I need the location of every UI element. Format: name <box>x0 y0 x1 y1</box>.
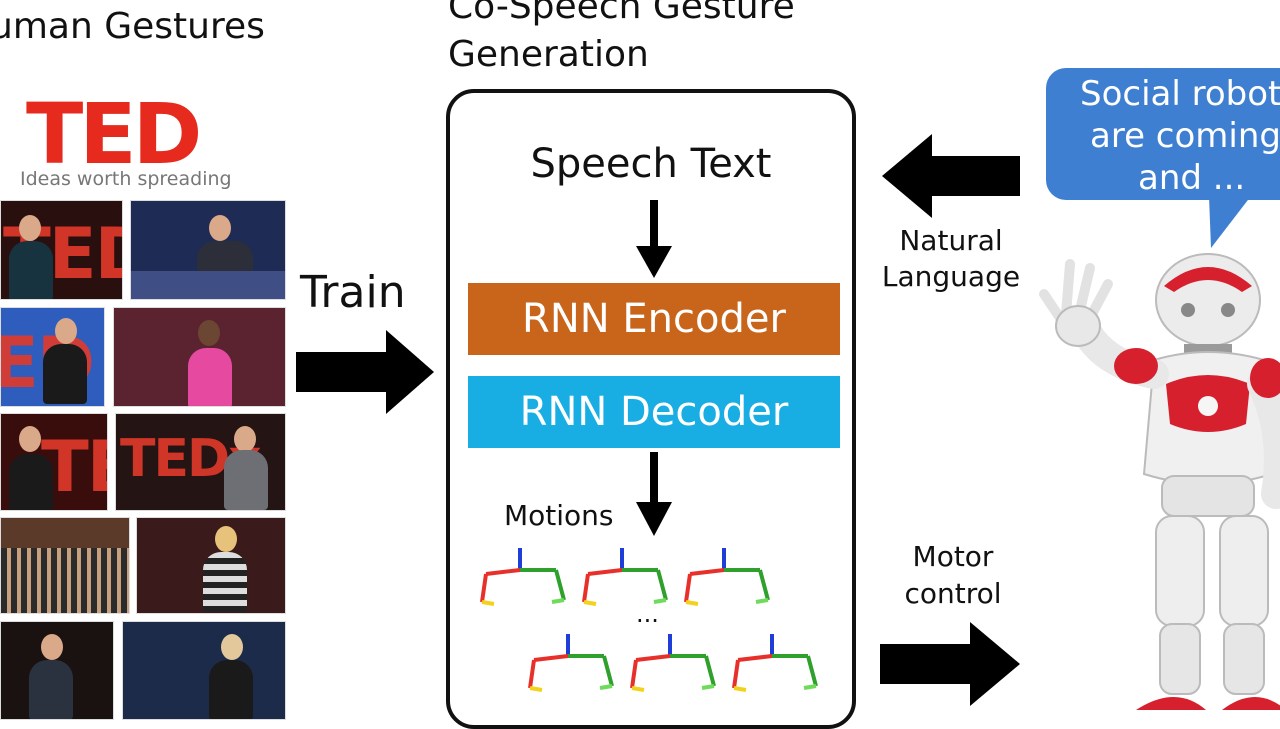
speech-bubble-line3: and ... <box>1138 158 1246 198</box>
motions-label: Motions <box>504 499 614 532</box>
train-arrow <box>296 330 434 414</box>
audience-photo <box>0 517 130 614</box>
skeleton-pose <box>630 632 716 692</box>
speaker-photo <box>136 517 286 614</box>
skeleton-pose <box>582 546 668 606</box>
skeleton-pose <box>732 632 818 692</box>
motor-control-arrow <box>880 622 1020 706</box>
rnn-encoder-block: RNN Encoder <box>468 283 840 355</box>
speaker-photo <box>122 621 286 720</box>
down-arrow-2 <box>636 452 672 536</box>
speech-bubble-tail <box>1209 196 1251 248</box>
human-gestures-heading: uman Gestures <box>0 6 265 47</box>
generation-heading-line2: Generation <box>448 34 649 75</box>
speaker-photo: TED <box>0 413 108 511</box>
motor-control-label-line2: control <box>904 577 1002 610</box>
skeleton-pose <box>684 546 770 606</box>
generation-heading-line1: Co-Speech Gesture <box>448 0 795 27</box>
natural-language-label-line1: Natural <box>899 224 1003 257</box>
motions-ellipsis: ... <box>636 600 659 628</box>
speech-text-input: Speech Text <box>530 141 772 187</box>
nao-robot <box>1039 253 1280 710</box>
motion-skeletons <box>480 546 818 692</box>
rnn-decoder-block: RNN Decoder <box>468 376 840 448</box>
speech-bubble: Social robots are coming and ... <box>1046 68 1280 200</box>
speaker-photo <box>113 307 286 407</box>
ted-logo: TED <box>26 85 202 183</box>
ted-tagline: Ideas worth spreading <box>20 168 232 190</box>
speaker-photo: ED <box>0 307 105 407</box>
speech-bubble-line2: are coming <box>1090 116 1280 156</box>
speech-bubble-line1: Social robots <box>1080 74 1280 114</box>
natural-language-arrow <box>882 134 1020 218</box>
speaker-photo: TEDx <box>115 413 286 511</box>
speaker-photo: TED <box>0 200 123 300</box>
motor-control-label-line1: Motor <box>912 540 994 573</box>
speaker-photo <box>0 621 114 720</box>
natural-language-label-line2: Language <box>881 260 1021 293</box>
down-arrow-1 <box>636 200 672 278</box>
skeleton-pose <box>480 546 566 606</box>
train-label: Train <box>300 267 406 318</box>
skeleton-pose <box>528 632 614 692</box>
speaker-photo <box>130 200 286 300</box>
